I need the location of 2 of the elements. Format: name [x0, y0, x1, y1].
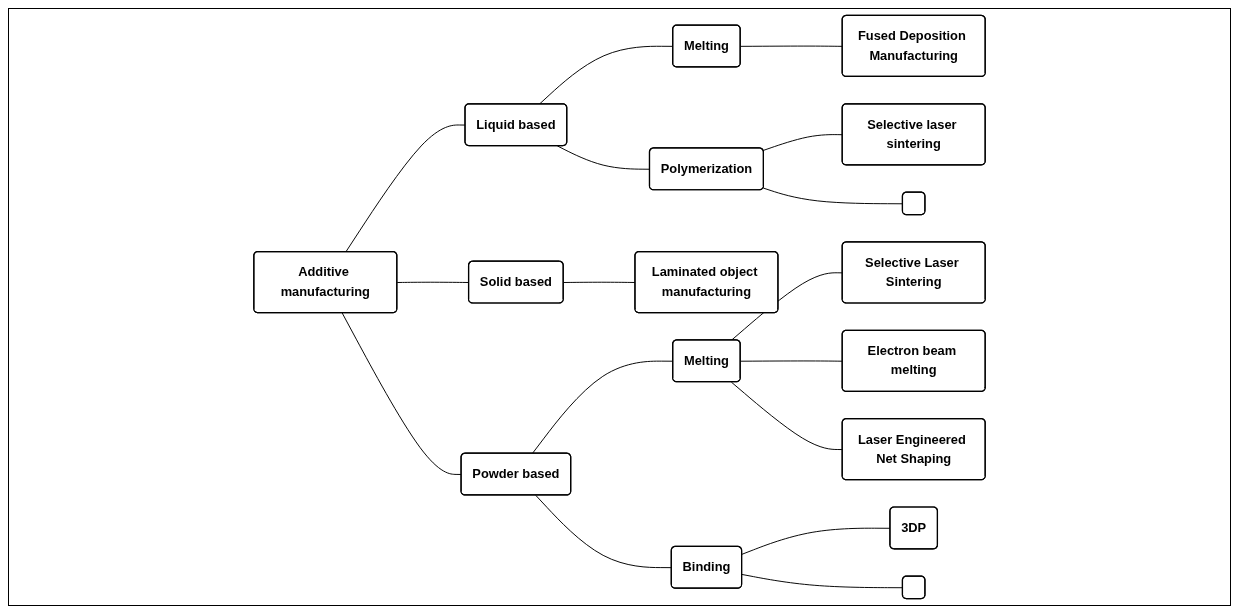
connector — [345, 124, 466, 253]
connector — [341, 312, 462, 475]
